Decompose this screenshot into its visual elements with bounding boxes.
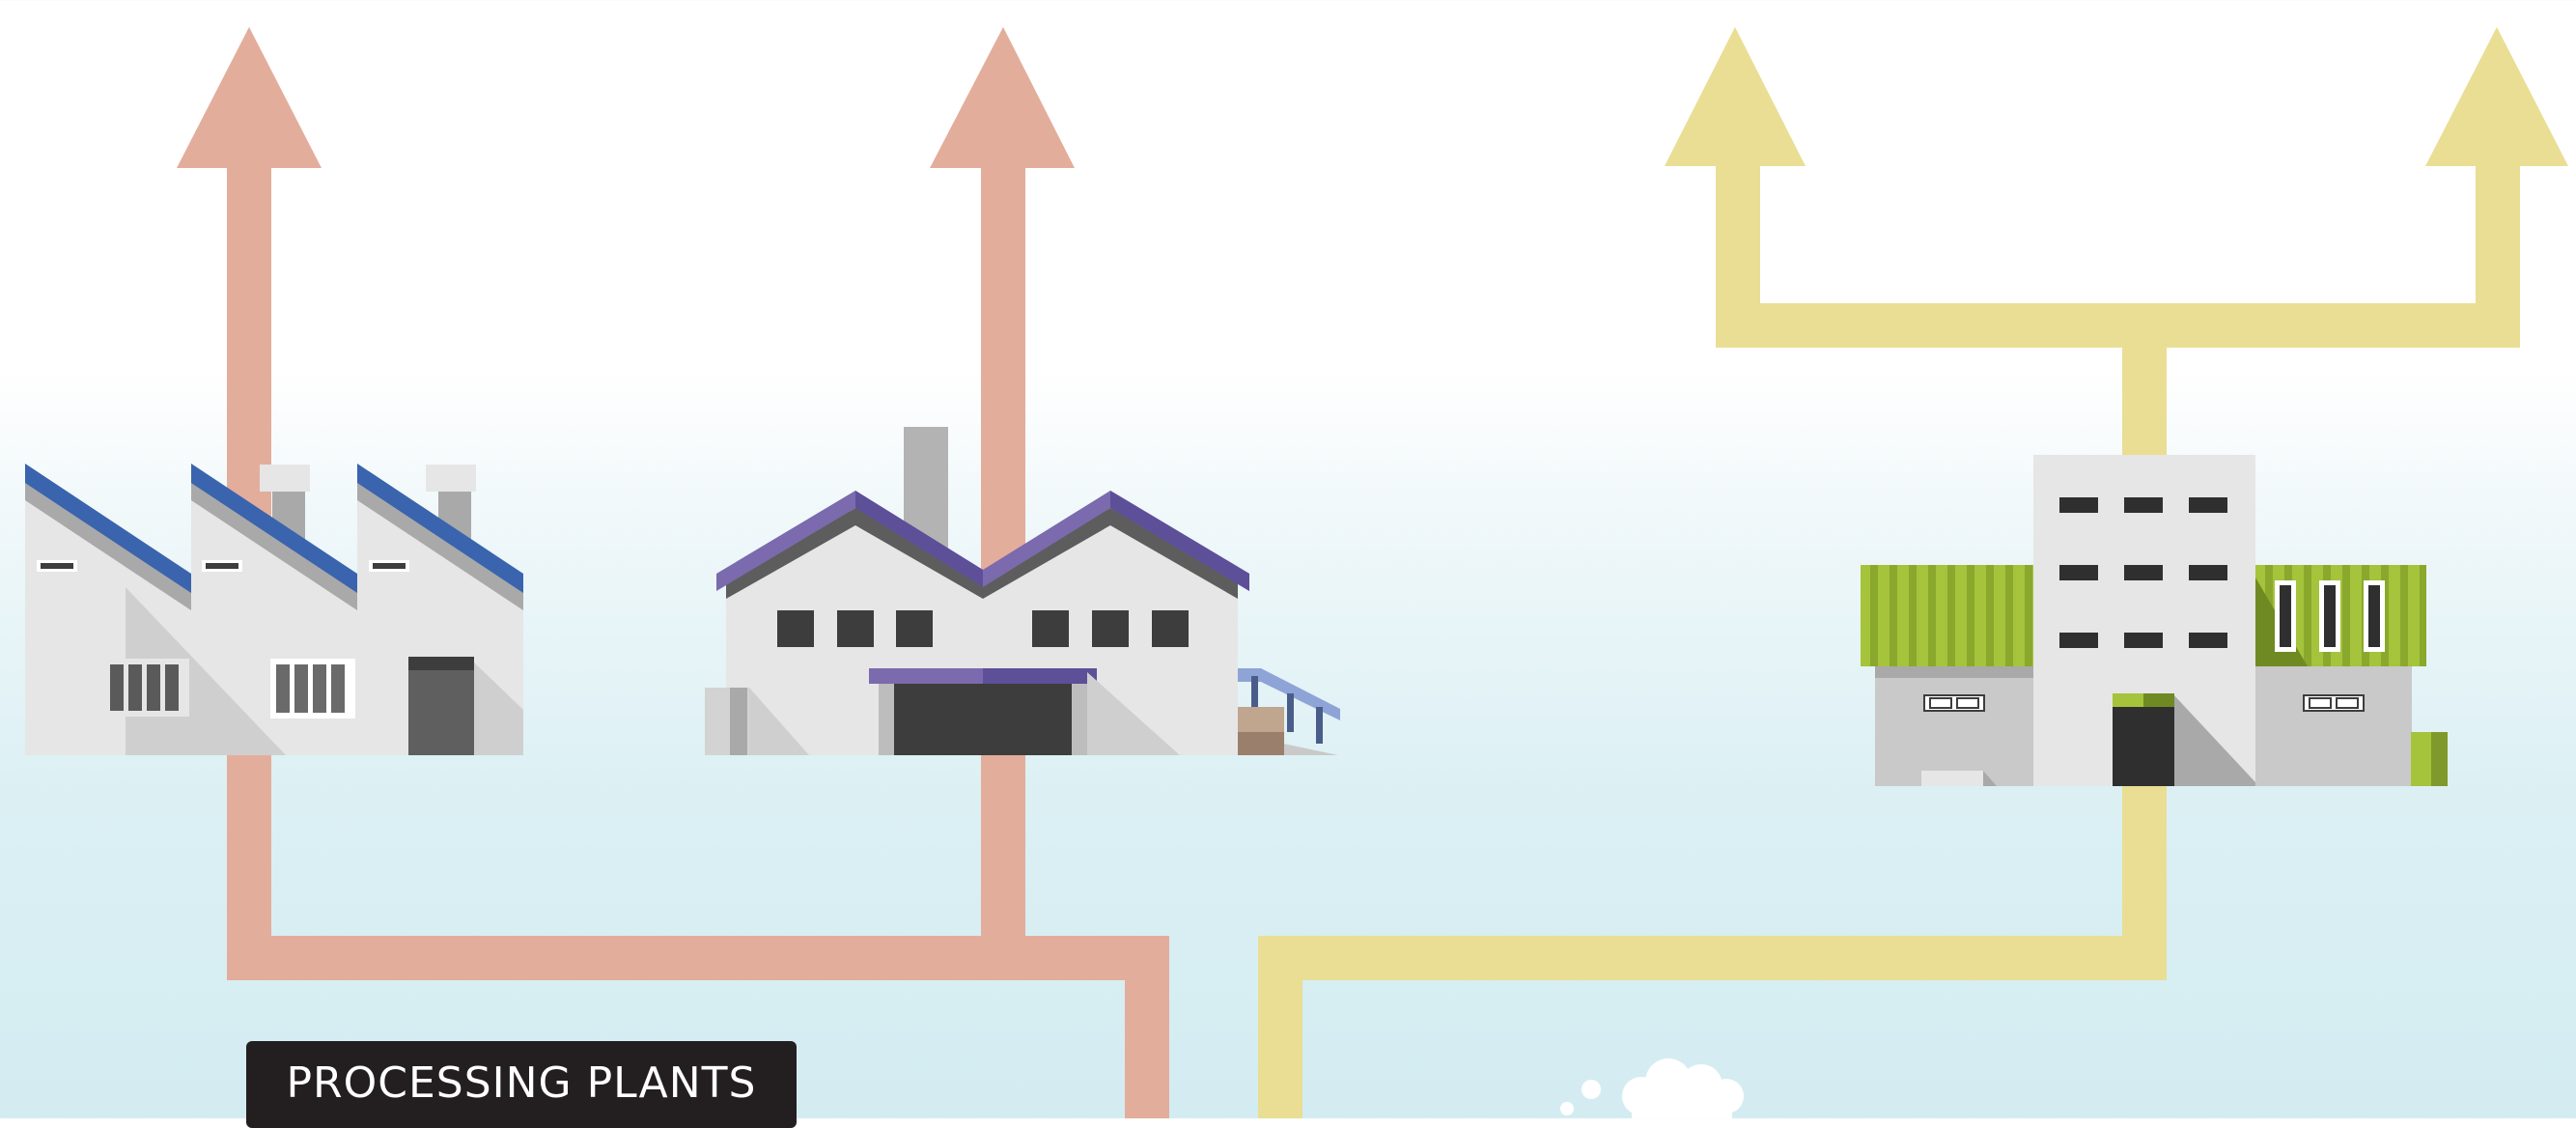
- yellow-top-bar: [1716, 303, 2520, 348]
- salmon-arrow-center: [930, 27, 1075, 168]
- factory-sawtooth-icon: [25, 464, 523, 755]
- processing-plants-label-text: PROCESSING PLANTS: [287, 1058, 757, 1108]
- cloud-icon: [1560, 1058, 1744, 1118]
- salmon-horizontal: [227, 936, 1169, 980]
- yellow-down-left: [1258, 936, 1302, 1118]
- yellow-arrow-left: [1665, 27, 1806, 166]
- office-building-icon: [1861, 455, 2448, 786]
- processing-plants-label: PROCESSING PLANTS: [246, 1041, 797, 1128]
- salmon-down-right: [1125, 936, 1169, 1118]
- yellow-lower-bar: [1258, 936, 2167, 980]
- yellow-arrow-right: [2425, 27, 2568, 166]
- salmon-arrow-left: [177, 27, 322, 168]
